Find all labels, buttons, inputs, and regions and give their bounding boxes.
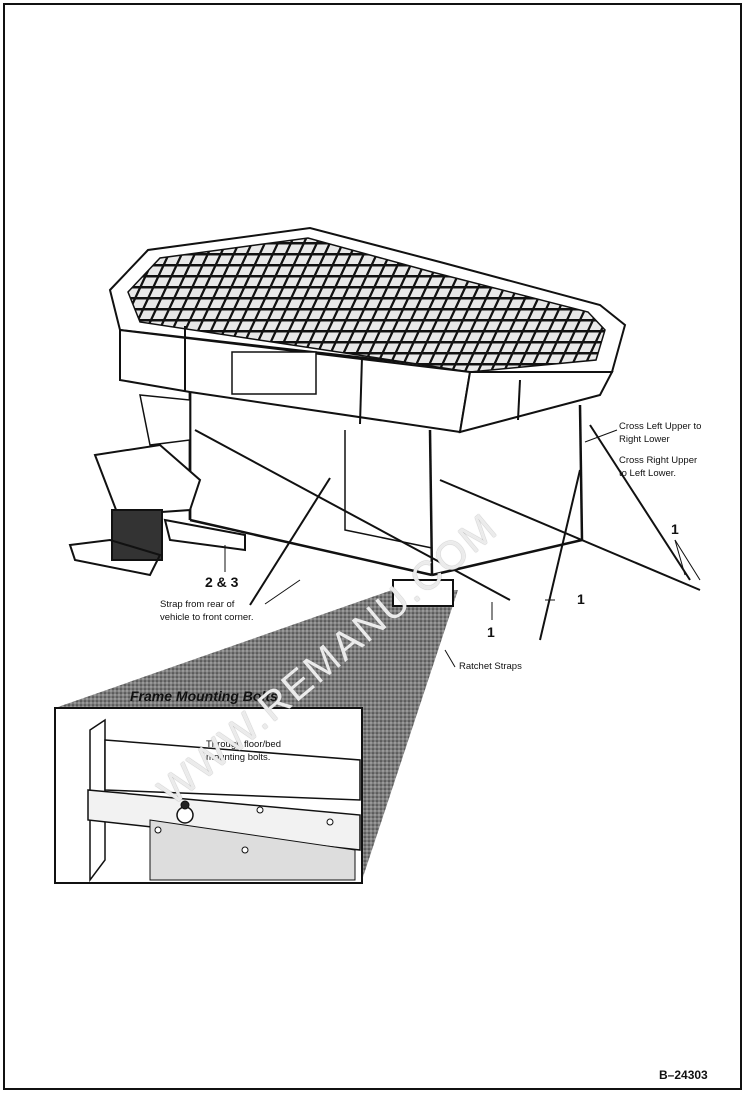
label-cross-right-upper: Cross Right Upper to Left Lower.: [619, 455, 698, 479]
mounting-bracket-highlight: [392, 579, 454, 607]
ratchet-straps: [194, 424, 701, 641]
callout-1-low: 1: [487, 624, 495, 640]
figure-number: B–24303: [659, 1068, 708, 1082]
label-strap-rear: Strap from rear of vehicle to front corn…: [160, 599, 254, 623]
callout-1-right: 1: [671, 521, 679, 537]
label-ratchet-straps: Ratchet Straps: [459, 661, 522, 672]
page-frame: [3, 3, 742, 1090]
inset-title: Frame Mounting Bolts: [130, 688, 278, 704]
inset-detail: [54, 707, 363, 884]
hopper: [108, 226, 627, 434]
label-through-floor: Through floor/bed mounting bolts.: [206, 739, 281, 763]
stand-frame: [139, 392, 584, 577]
spinner-assembly: [68, 443, 246, 577]
callout-2-and-3: 2 & 3: [205, 574, 239, 590]
label-cross-left-upper: Cross Left Upper to Right Lower: [619, 421, 702, 445]
callout-1-mid: 1: [577, 591, 585, 607]
